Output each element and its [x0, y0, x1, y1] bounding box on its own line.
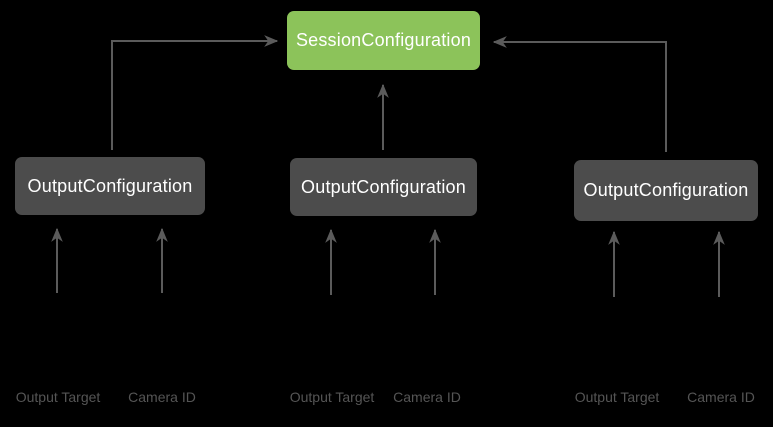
- output-target-label-3: Output Target: [574, 389, 660, 405]
- arrow-output1-to-session: [111, 35, 279, 150]
- camera-id-label-2: Camera ID: [393, 389, 461, 405]
- output-target-label-1: Output Target: [15, 389, 101, 405]
- output-configuration-label: OutputConfiguration: [27, 175, 193, 196]
- output-configuration-label: OutputConfiguration: [301, 176, 466, 197]
- camera-id-label-1: Camera ID: [128, 389, 196, 405]
- camera-id-label-3: Camera ID: [687, 389, 755, 405]
- arrow-output3-to-session: [492, 36, 667, 152]
- session-configuration-label: SessionConfiguration: [295, 30, 472, 50]
- output-target-label-2: Output Target: [289, 389, 375, 405]
- output-configuration-label: OutputConfiguration: [583, 180, 749, 200]
- output-configuration-node-3: OutputConfiguration: [574, 160, 758, 221]
- session-configuration-node: SessionConfiguration: [287, 11, 480, 70]
- output-configuration-node-1: OutputConfiguration: [15, 157, 205, 215]
- output-configuration-node-2: OutputConfiguration: [290, 158, 477, 216]
